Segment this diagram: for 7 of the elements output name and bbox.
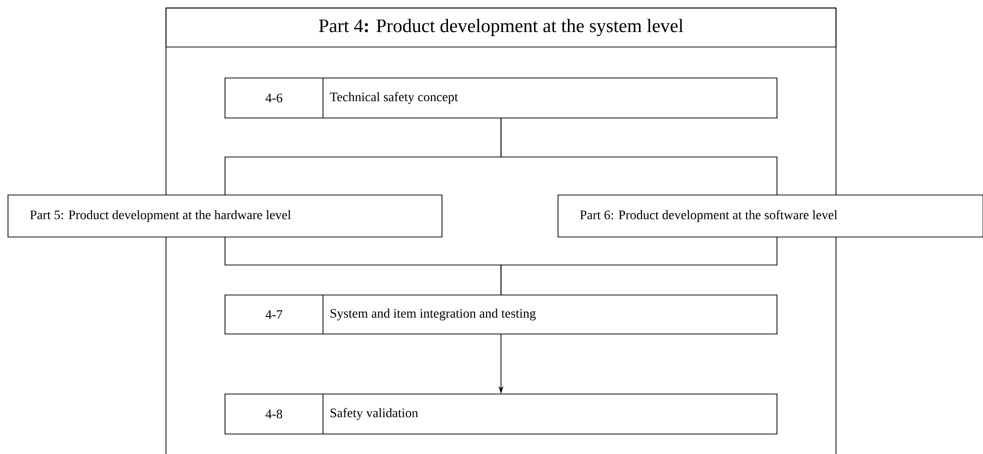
connector [500, 118, 778, 196]
process-box: 4-8 Safety validation [224, 394, 778, 434]
part-box: Part 6: Product development at the software level [558, 194, 983, 238]
part-box: Part 5: Product development at the hardware level [8, 194, 442, 238]
process-box: 4-7 System and item integration and testing [224, 294, 778, 334]
connector [500, 236, 778, 296]
process-box: 4-6 Technical safety concept [224, 78, 778, 118]
